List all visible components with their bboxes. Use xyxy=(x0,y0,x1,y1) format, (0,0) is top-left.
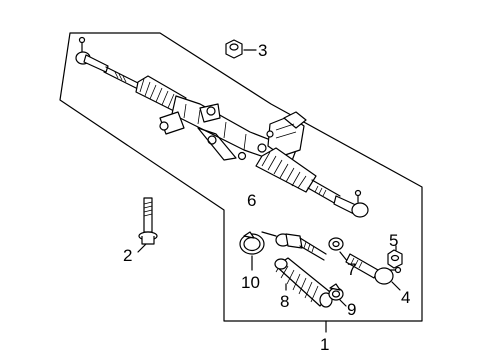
leader-2 xyxy=(137,243,147,253)
leader-6 xyxy=(261,231,277,237)
callout-10: 10 xyxy=(241,273,260,292)
callout-8: 8 xyxy=(280,292,289,311)
right-tie-rod-shaft xyxy=(307,179,341,205)
right-bellows-boot xyxy=(255,147,317,193)
nut-part-3 xyxy=(225,39,243,59)
pinion-valve-housing xyxy=(257,111,307,157)
clamp-part-10 xyxy=(239,231,265,255)
steering-rack-assembly xyxy=(75,36,369,218)
callout-4: 4 xyxy=(401,288,410,307)
leader-9 xyxy=(339,299,347,307)
callout-1: 1 xyxy=(320,335,329,354)
assembly-frame xyxy=(59,32,423,322)
leader-4 xyxy=(391,281,401,291)
callout-2: 2 xyxy=(123,246,132,265)
small-clamp-part-9 xyxy=(328,283,344,301)
outer-tie-rod-end-part-4 xyxy=(345,253,402,285)
callout-3: 3 xyxy=(258,41,267,60)
inner-tie-rod-part-6 xyxy=(275,233,327,261)
callout-5: 5 xyxy=(389,231,398,250)
nut-part-5 xyxy=(387,249,403,269)
left-tie-rod-shaft xyxy=(103,66,141,90)
left-tie-rod-end xyxy=(75,36,109,73)
right-tie-rod-end xyxy=(333,189,369,218)
callout-7: 7 xyxy=(347,260,356,279)
bolt-part-2 xyxy=(138,197,158,245)
callout-6: 6 xyxy=(247,191,256,210)
lock-nut-part-7 xyxy=(328,237,344,251)
callout-9: 9 xyxy=(347,300,356,319)
